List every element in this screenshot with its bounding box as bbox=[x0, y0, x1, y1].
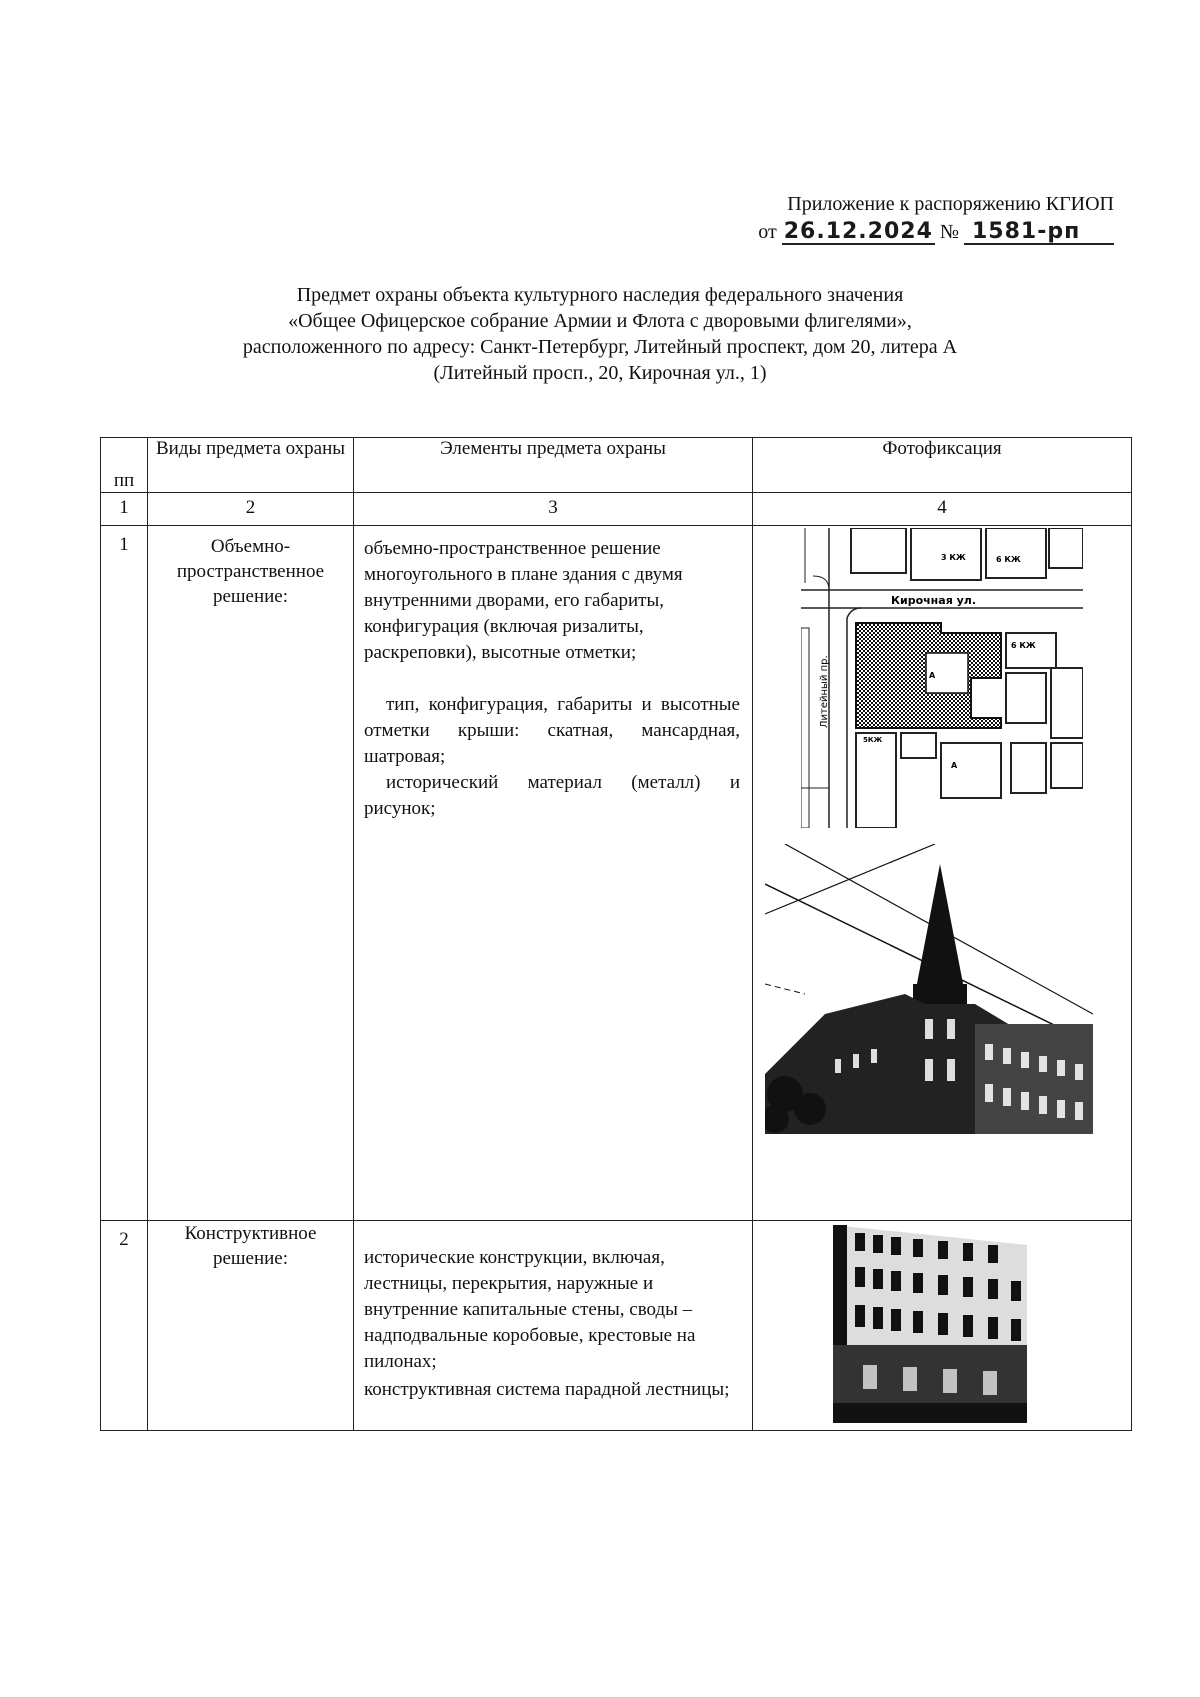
row-elements: объемно-пространственное решение многоуг… bbox=[353, 525, 753, 1221]
svg-text:А: А bbox=[929, 671, 936, 680]
table-row: 2 Конструктивное решение: исторические к… bbox=[100, 1220, 1132, 1431]
svg-text:3 КЖ: 3 КЖ bbox=[941, 553, 966, 562]
handwritten-date: 26.12.2024 bbox=[781, 219, 935, 245]
row-number: 2 bbox=[100, 1220, 148, 1431]
row-type: Конструктивное решение: bbox=[147, 1220, 354, 1431]
header-col-photo: Фотофиксация bbox=[752, 437, 1132, 493]
row-elements: исторические конструкции, включая, лестн… bbox=[353, 1220, 753, 1431]
title-line-1: Предмет охраны объекта культурного насле… bbox=[296, 284, 904, 306]
column-number-3: 3 bbox=[353, 492, 753, 526]
table-header-row: пп Виды предмета охраны Элементы предмет… bbox=[100, 437, 1132, 493]
header-col-type: Виды предмета охраны bbox=[147, 437, 354, 493]
element-item: тип, конфигурация, габариты и высотные о… bbox=[364, 694, 740, 767]
row-number: 1 bbox=[100, 525, 148, 1221]
facade-photo bbox=[833, 1225, 1027, 1423]
date-prefix: от bbox=[758, 221, 777, 243]
number-sign: № bbox=[939, 221, 959, 243]
element-item: исторический материал (металл) и рисунок… bbox=[364, 772, 740, 819]
svg-text:6 КЖ: 6 КЖ bbox=[1011, 641, 1036, 650]
row-type: Объемно-пространственное решение: bbox=[147, 525, 354, 1221]
column-number-4: 4 bbox=[752, 492, 1132, 526]
element-item: конструктивная система парадной лестницы… bbox=[364, 1379, 730, 1400]
title-line-3: расположенного по адресу: Санкт-Петербур… bbox=[242, 336, 958, 358]
appendix-header: Приложение к распоряжению КГИОП от 26.12… bbox=[694, 190, 1114, 246]
title-line-4: (Литейный просп., 20, Кирочная ул., 1) bbox=[433, 362, 767, 384]
handwritten-number: 1581-рп bbox=[964, 221, 1114, 245]
protection-table: пп Виды предмета охраны Элементы предмет… bbox=[100, 437, 1132, 1431]
column-number-2: 2 bbox=[147, 492, 354, 526]
document-title: Предмет охраны объекта культурного насле… bbox=[100, 282, 1100, 386]
building-photo bbox=[765, 844, 1093, 1134]
site-plan-map: 3 КЖ 6 КЖ Кирочная ул. Литейный пр. bbox=[801, 528, 1083, 828]
header-col-elements: Элементы предмета охраны bbox=[353, 437, 753, 493]
title-line-2: «Общее Офицерское собрание Армии и Флота… bbox=[288, 310, 912, 332]
svg-text:6 КЖ: 6 КЖ bbox=[996, 555, 1021, 564]
street-label-kirochnaya: Кирочная ул. bbox=[891, 594, 976, 607]
table-row: 1 Объемно-пространственное решение: объе… bbox=[100, 525, 1132, 1221]
element-item: объемно-пространственное решение многоуг… bbox=[364, 538, 683, 663]
row-photos: 3 КЖ 6 КЖ Кирочная ул. Литейный пр. bbox=[752, 525, 1132, 1221]
header-col-number: пп bbox=[100, 437, 148, 493]
street-label-liteyny: Литейный пр. bbox=[819, 655, 830, 728]
row-photos bbox=[752, 1220, 1132, 1431]
svg-text:А: А bbox=[951, 761, 958, 770]
appendix-title: Приложение к распоряжению КГИОП bbox=[787, 193, 1114, 215]
appendix-date-line: от 26.12.2024 № 1581-рп bbox=[694, 218, 1114, 246]
svg-text:5КЖ: 5КЖ bbox=[863, 736, 883, 744]
column-numbers-row: 1 2 3 4 bbox=[100, 492, 1132, 526]
column-number-1: 1 bbox=[100, 492, 148, 526]
element-item: исторические конструкции, включая, лестн… bbox=[364, 1247, 696, 1372]
